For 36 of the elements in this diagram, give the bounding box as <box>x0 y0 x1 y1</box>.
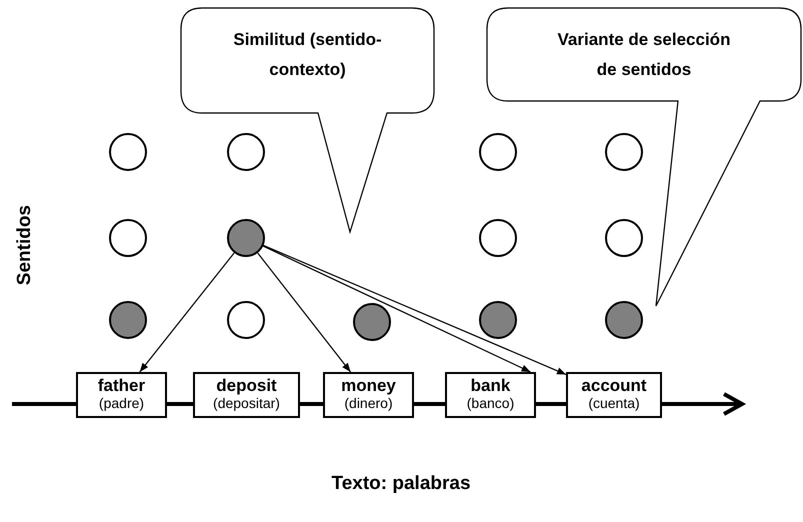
word-text: money <box>340 376 397 395</box>
sense-circle <box>605 219 643 257</box>
sense-circle <box>605 301 643 339</box>
word-box <box>566 372 662 418</box>
sense-circle <box>353 303 391 341</box>
speech-callout <box>180 7 435 233</box>
word-text: father <box>96 376 146 395</box>
arrow <box>257 252 352 372</box>
sense-circle <box>479 219 517 257</box>
speech-callout <box>486 7 802 307</box>
sense-circle <box>479 133 517 171</box>
sense-circle <box>227 301 265 339</box>
sense-circle <box>479 301 517 339</box>
translation-text: (banco) <box>466 395 516 412</box>
callout-text: Variante de selección de sentidos <box>556 29 732 81</box>
word-text: bank <box>470 376 512 395</box>
arrow <box>139 252 235 372</box>
translation-text: (dinero) <box>343 395 394 412</box>
sense-circle <box>227 133 265 171</box>
callout-text: Similitud (sentido-contexto) <box>232 29 383 81</box>
sense-circle <box>109 133 147 171</box>
translation-text: (depositar) <box>212 395 281 412</box>
word-text: deposit <box>215 376 278 395</box>
sense-circle <box>109 301 147 339</box>
axis-label: Texto: palabras <box>332 473 471 495</box>
sense-circle <box>227 219 265 257</box>
translation-text: (cuenta) <box>587 395 641 412</box>
word-box <box>76 372 167 418</box>
word-box <box>445 372 536 418</box>
sense-circle <box>605 133 643 171</box>
word-box <box>193 372 300 418</box>
axis-label: Sentidos <box>14 205 36 286</box>
word-box <box>323 372 414 418</box>
sense-circle <box>109 219 147 257</box>
translation-text: (padre) <box>98 395 146 412</box>
word-text: account <box>580 376 648 395</box>
